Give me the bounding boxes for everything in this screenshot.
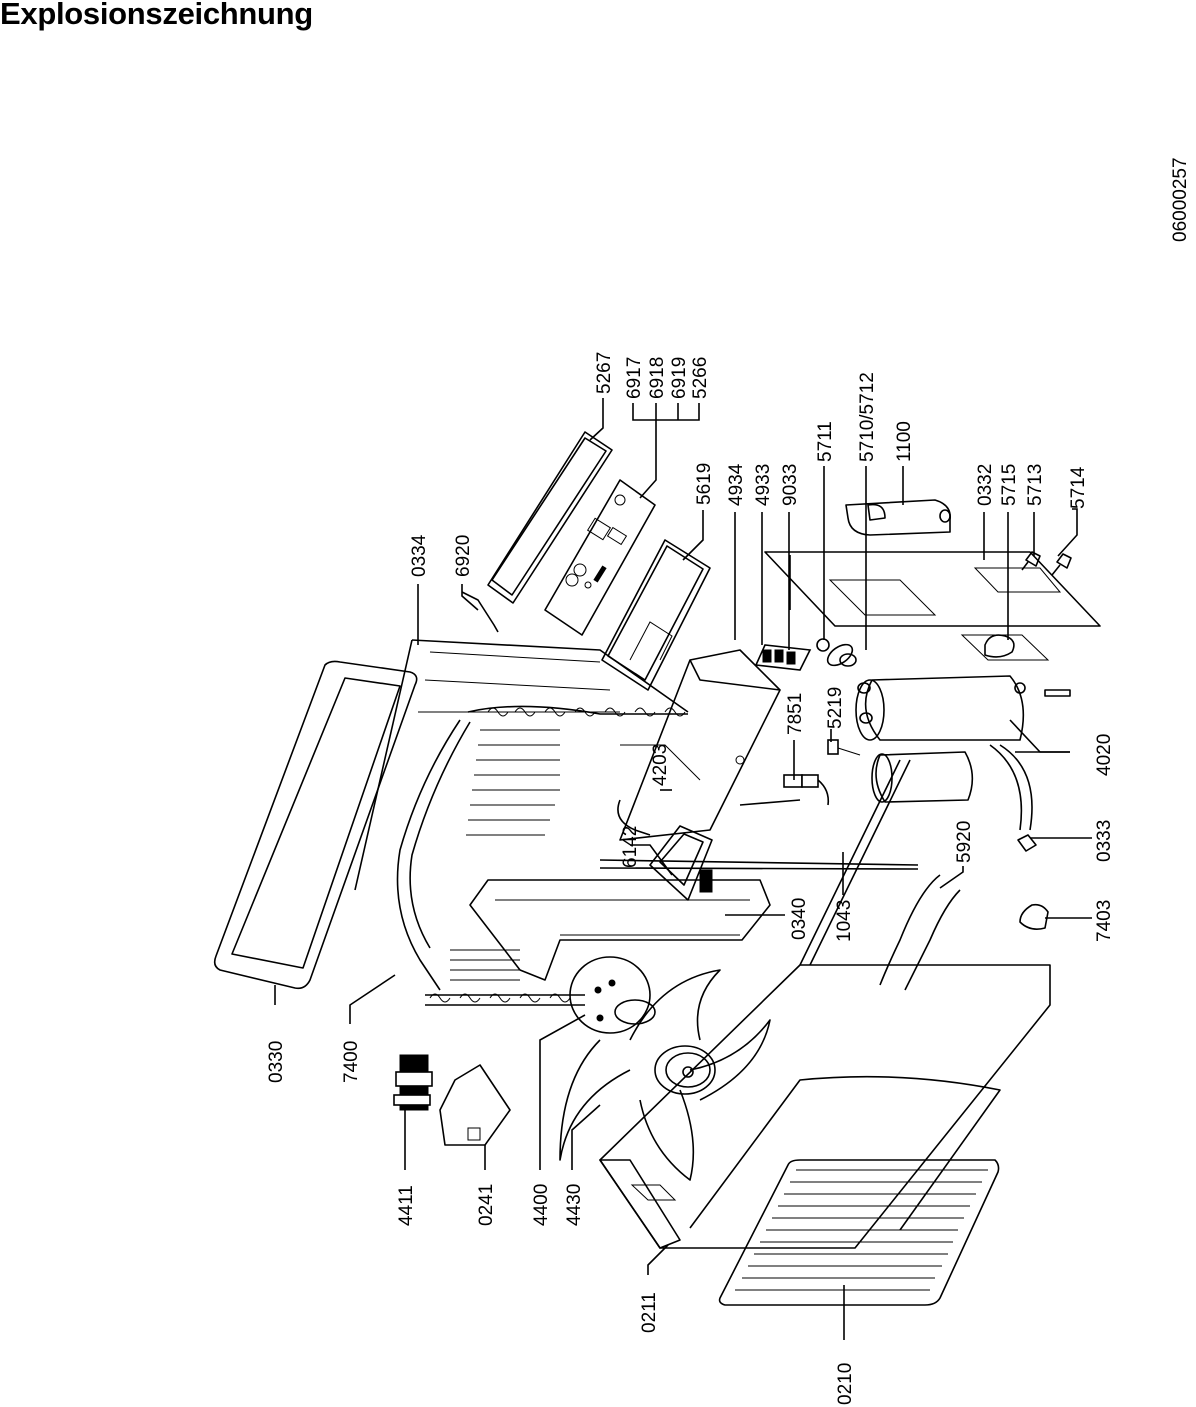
- part-5714-valve: [1051, 553, 1072, 576]
- label-5219[interactable]: 5219: [825, 687, 846, 729]
- label-0330[interactable]: 0330: [266, 1041, 287, 1083]
- part-4411-capacitor: [393, 1054, 433, 1111]
- leader-5920: [939, 866, 964, 889]
- part-0330-top-cover: [213, 660, 418, 990]
- part-6920-clip: [461, 591, 499, 633]
- label-4933[interactable]: 4933: [753, 464, 774, 506]
- label-4934[interactable]: 4934: [726, 463, 747, 506]
- leader-6917-group: [632, 403, 700, 421]
- part-0211-front-panel: [599, 964, 1051, 1249]
- leader-4430: [571, 1104, 601, 1170]
- part-accumulator: [871, 751, 974, 803]
- label-7400[interactable]: 7400: [341, 1041, 362, 1083]
- label-5267[interactable]: 5267: [594, 352, 615, 394]
- leader-0211: [647, 1244, 669, 1275]
- part-6917-control-board: [544, 479, 656, 636]
- label-6918[interactable]: 6918: [647, 357, 668, 399]
- part-5713-valve: [1021, 551, 1041, 571]
- label-6919[interactable]: 6919: [669, 357, 690, 399]
- label-5715[interactable]: 5715: [999, 464, 1020, 506]
- part-0210-grille: [718, 1159, 1000, 1306]
- part-7403-foot: [1019, 903, 1049, 930]
- leader-lines: [274, 398, 1092, 1340]
- label-6142[interactable]: 6142: [620, 826, 641, 868]
- label-7851[interactable]: 7851: [785, 693, 806, 735]
- label-6920[interactable]: 6920: [453, 535, 474, 577]
- part-4430-fan-blade: [559, 969, 771, 1181]
- label-0241[interactable]: 0241: [476, 1184, 497, 1226]
- label-4203[interactable]: 4203: [650, 744, 671, 786]
- part-0334-condenser: [354, 639, 689, 1006]
- part-5920-cable-2: [904, 889, 961, 991]
- part-4400-fan-motor: [569, 956, 656, 1034]
- leader-6142: [630, 844, 673, 876]
- label-1100[interactable]: 1100: [894, 421, 915, 462]
- part-0241-bracket: [439, 1064, 511, 1146]
- part-7851-sensor: [739, 774, 830, 806]
- part-5219-sensor: [827, 739, 861, 756]
- label-0333[interactable]: 0333: [1094, 820, 1115, 862]
- label-5920[interactable]: 5920: [954, 821, 975, 863]
- leader-6920: [461, 584, 479, 611]
- leader-4020-diag: [1009, 719, 1070, 753]
- part-labels: 5267 6917 6918 6919 5266 5619 4934 4933 …: [266, 352, 1115, 1405]
- label-5619[interactable]: 5619: [694, 463, 715, 505]
- label-5714[interactable]: 5714: [1068, 466, 1089, 509]
- part-5920-cable: [879, 874, 941, 986]
- leader-4400: [539, 1014, 586, 1170]
- label-0210[interactable]: 0210: [835, 1363, 856, 1405]
- part-1100-cover: [845, 499, 952, 536]
- label-0332[interactable]: 0332: [975, 464, 996, 506]
- part-4020-compressor: [855, 675, 1071, 741]
- leader-5619: [682, 510, 704, 561]
- label-4400[interactable]: 4400: [531, 1184, 552, 1226]
- label-0340[interactable]: 0340: [789, 898, 810, 940]
- label-5711[interactable]: 5711: [815, 421, 836, 462]
- part-4203-electrical-box: [617, 649, 781, 841]
- label-7403[interactable]: 7403: [1094, 900, 1115, 942]
- label-9033[interactable]: 9033: [780, 464, 801, 506]
- part-0332-base-panel: [764, 551, 1101, 661]
- label-0334[interactable]: 0334: [409, 534, 430, 577]
- label-5710-5712[interactable]: 5710/5712: [857, 372, 878, 462]
- drawing-title: Explosionszeichnung: [0, 0, 313, 31]
- leader-6917-to-board: [639, 420, 657, 499]
- label-6917[interactable]: 6917: [624, 357, 645, 399]
- part-6142-bracket: [649, 825, 713, 901]
- label-4411[interactable]: 4411: [396, 1185, 417, 1226]
- label-4020[interactable]: 4020: [1094, 734, 1115, 776]
- part-0333-fitting: [1017, 834, 1037, 852]
- leader-5267: [589, 398, 604, 441]
- label-1043[interactable]: 1043: [834, 900, 855, 942]
- leader-7400: [349, 974, 396, 1024]
- part-0340-partition: [469, 879, 771, 981]
- part-5619-cover-frame: [601, 539, 711, 691]
- label-5713[interactable]: 5713: [1025, 464, 1046, 506]
- leader-5714: [1057, 508, 1078, 557]
- label-5266[interactable]: 5266: [690, 357, 711, 399]
- part-5711-capacitor: [816, 638, 857, 667]
- label-0211[interactable]: 0211: [639, 1292, 660, 1333]
- label-4430[interactable]: 4430: [564, 1184, 585, 1226]
- part-5267-cover-plate: [487, 431, 613, 604]
- part-4934-terminal-block: [754, 644, 812, 671]
